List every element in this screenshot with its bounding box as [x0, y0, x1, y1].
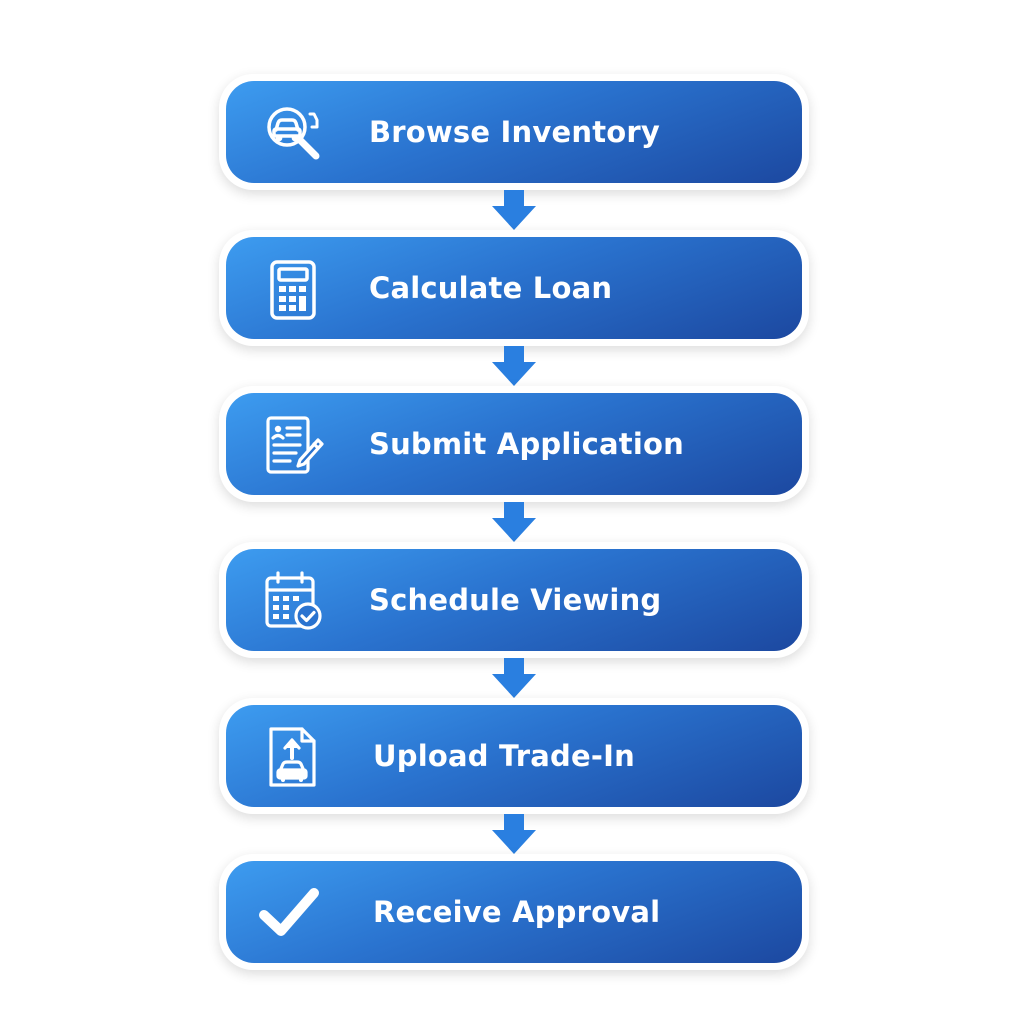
- step-upload-trade-in[interactable]: Upload Trade-In: [219, 698, 809, 814]
- calendar-check-icon: [260, 568, 326, 634]
- step-label: Browse Inventory: [369, 115, 660, 149]
- checkmark-icon: [256, 879, 322, 945]
- calculator-icon: [260, 256, 326, 322]
- step-schedule-viewing[interactable]: Schedule Viewing: [219, 542, 809, 658]
- step-label: Calculate Loan: [369, 271, 613, 305]
- arrow-down-icon: [490, 344, 538, 388]
- step-label: Upload Trade-In: [373, 739, 635, 773]
- step-label: Schedule Viewing: [369, 583, 662, 617]
- arrow-down-icon: [490, 812, 538, 856]
- car-search-icon: [260, 100, 326, 166]
- step-background: Schedule Viewing: [226, 549, 802, 651]
- step-submit-application[interactable]: Submit Application: [219, 386, 809, 502]
- step-label: Submit Application: [369, 427, 684, 461]
- step-background: Calculate Loan: [226, 237, 802, 339]
- arrow-down-icon: [490, 188, 538, 232]
- step-background: Receive Approval: [226, 861, 802, 963]
- upload-car-document-icon: [260, 724, 326, 790]
- step-background: Submit Application: [226, 393, 802, 495]
- document-pen-icon: [260, 412, 326, 478]
- arrow-down-icon: [490, 656, 538, 700]
- step-browse-inventory[interactable]: Browse Inventory: [219, 74, 809, 190]
- arrow-down-icon: [490, 500, 538, 544]
- step-label: Receive Approval: [373, 895, 661, 929]
- step-background: Browse Inventory: [226, 81, 802, 183]
- step-background: Upload Trade-In: [226, 705, 802, 807]
- step-receive-approval[interactable]: Receive Approval: [219, 854, 809, 970]
- step-calculate-loan[interactable]: Calculate Loan: [219, 230, 809, 346]
